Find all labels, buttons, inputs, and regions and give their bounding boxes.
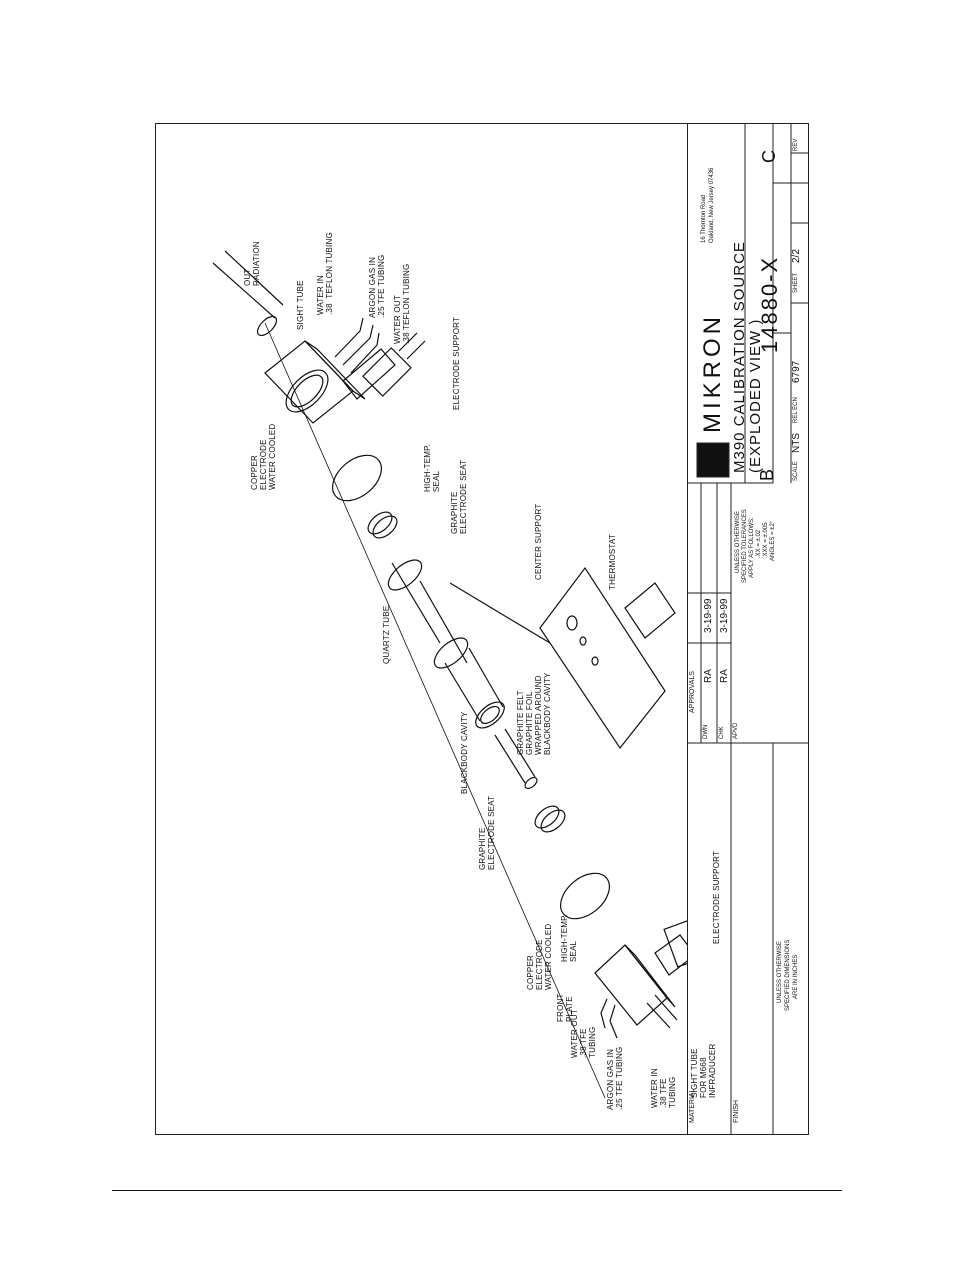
label-graphite-seat-bottom: GRAPHITE ELECTRODE SEAT [478,795,496,870]
label-copper-bottom: COPPER ELECTRODE WATER COOLED [526,923,553,990]
blackbody-cavity [494,728,538,790]
label-water-out-top: WATER OUT .38 TEFLON TUBING [393,263,411,344]
label-blackbody-cavity: BLACKBODY CAVITY [460,711,469,795]
label-argon-top: ARGON GAS IN .25 TFE TUBING [368,254,386,318]
drawing-number: 14880-X [757,255,782,353]
tolerance-line-4: .XX = ±.02 [756,529,762,558]
label-water-in-bottom: WATER IN .38 TFE TUBING [650,1068,677,1108]
label-high-temp-top: HIGH-TEMP. SEAL [423,443,441,492]
copper-electrode-top [264,317,380,424]
label-copper-top: COPPER ELECTRODE WATER COOLED [250,423,277,490]
tolerance-line-2: SPECIFIED TOLERANCES [742,509,748,583]
graphite-felt-roll [444,647,505,729]
rev-letter: C [759,150,779,163]
tolerance-line-3: APPLY AS FOLLOWS: [749,517,755,578]
title-block: MIKRON 16 Thornton Road Oakland, New Jer… [687,123,809,1135]
scale-value: NTS [791,433,802,453]
label-argon-bottom: ARGON GAS IN .25 TFE TUBING [606,1046,624,1110]
scale-label: SCALE [793,461,799,481]
label-water-in-top: WATER IN .38 TEFLON TUBING [316,232,334,315]
company-address-1: 16 Thornton Road [701,194,707,243]
tolerance-line-5: .XXX = ±.005 [763,522,769,558]
label-graphite-seat-top: GRAPHITE ELECTRODE SEAT [450,459,468,534]
company-address-2: Oakland, New Jersey 07436 [709,167,715,243]
label-electrode-support-top: ELECTRODE SUPPORT [452,316,461,410]
finish-label: FINISH [733,1100,740,1123]
approvals-header: APPROVALS [689,671,696,713]
dimensions-note-1: UNLESS OTHERWISE [777,941,783,1003]
label-high-temp-bottom: HIGH-TEMP. SEAL [560,913,578,962]
dimensions-note-2: SPECIFIED DIMENSIONS [785,939,791,1011]
dimensions-note-3: ARE IN INCHES [793,954,799,999]
sheet-label: SHEET [793,272,799,293]
rev-label: REV [793,138,799,151]
size-letter: B [757,468,777,481]
footer-rule [112,1190,842,1191]
quartz-tube [387,559,469,669]
label-sight-tube-top: SIGHT TUBE [296,280,305,330]
copper-electrode-bottom [594,944,678,1039]
high-temp-seal-top [332,454,382,502]
electrode-support-bottom [654,918,687,976]
label-out-radiation: OUT RADIATION [243,241,261,286]
label-water-out-bottom: WATER OUT .38 TFE TUBING [570,1009,597,1058]
apvd-label: APVD [733,722,739,739]
chk-label: CHK [719,726,725,739]
tolerance-line-1: UNLESS OTHERWISE [735,511,741,573]
tolerance-line-6: ANGLES = ±2° [770,520,776,561]
assembly-axis [264,322,606,1099]
high-temp-seal-bottom [560,872,610,920]
graphite-seat-top [367,511,398,539]
chk-initials: RA [719,669,730,683]
material-label: MATERIAL [689,1088,696,1124]
rel-ecn-value: 6797 [791,360,802,383]
label-thermostat: THERMOSTAT [608,534,617,590]
title-block-grid [687,123,809,1135]
company-name: MIKRON [699,313,726,433]
electrode-support-top [342,332,426,400]
label-center-support: CENTER SUPPORT [534,503,543,580]
sight-tube-top [212,250,284,337]
dwn-date: 3-19-99 [703,598,714,633]
label-graphite-felt: GRAPHITE FELT GRAPHITE FOIL WRAPPED AROU… [516,672,552,756]
graphite-seat-bottom [534,805,566,833]
sheet-value: 2/2 [791,249,802,263]
dwn-label: DWN [703,724,709,739]
rel-ecn-label: REL ECN [793,397,799,423]
drawing-title-1: M390 CALIBRATION SOURCE [731,241,748,473]
label-quartz-tube: QUARTZ TUBE [382,605,391,664]
exploded-view-drawing [212,250,687,1099]
center-support-plate [449,566,676,750]
chk-date: 3-19-99 [719,598,730,633]
dwn-initials: RA [703,669,714,683]
